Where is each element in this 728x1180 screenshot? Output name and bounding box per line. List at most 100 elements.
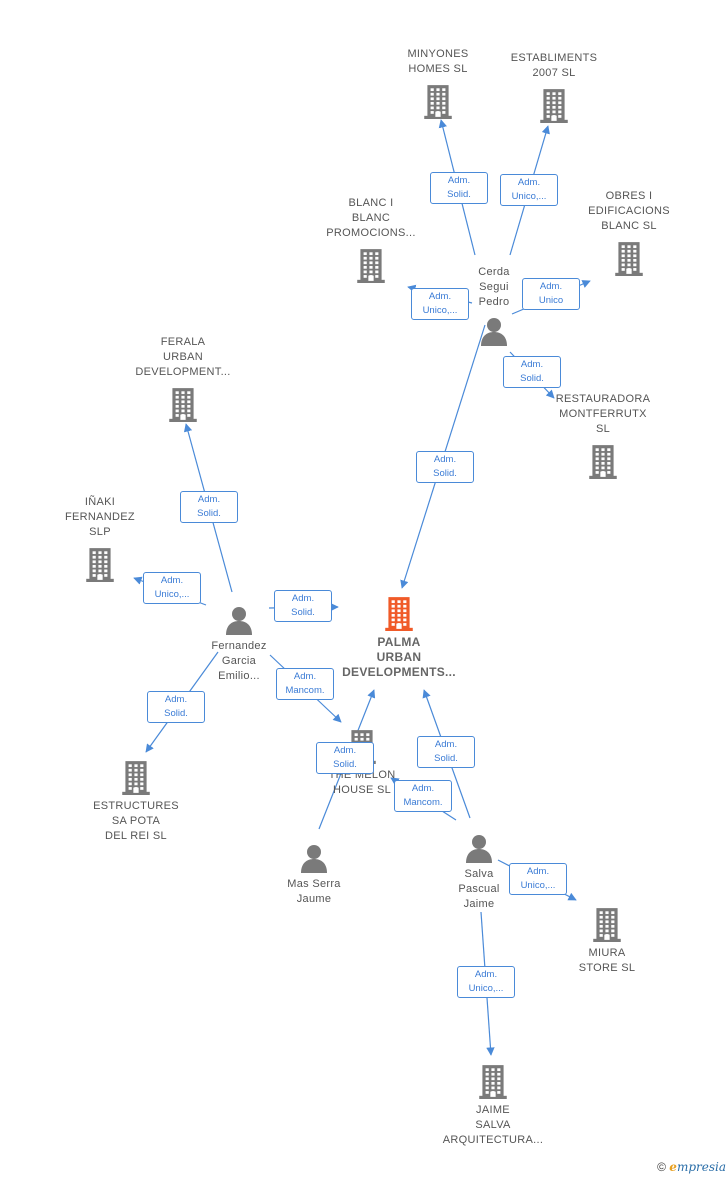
node-ferala[interactable]: FERALA URBAN DEVELOPMENT... bbox=[113, 335, 253, 422]
edge-role-label[interactable]: Adm.Solid. bbox=[147, 691, 205, 723]
node-label-line: PROMOCIONS... bbox=[326, 227, 416, 239]
node-label-line: RESTAURADORA bbox=[555, 393, 651, 405]
edge-role-label-line: Adm. bbox=[293, 671, 317, 682]
edge-role-label-line: Adm. bbox=[520, 359, 544, 370]
edge-role-label-line: Adm. bbox=[517, 177, 541, 188]
node-label-line: Fernandez bbox=[211, 640, 267, 652]
edge-role-label[interactable]: Adm.Mancom. bbox=[276, 668, 334, 700]
node-restauradora[interactable]: RESTAURADORA MONTFERRUTX SL bbox=[533, 392, 673, 479]
node-label-line: HOUSE SL bbox=[332, 784, 392, 796]
node-label-line: SA POTA bbox=[111, 815, 161, 827]
copyright-symbol: © bbox=[657, 1160, 666, 1174]
edge-role-label[interactable]: Adm.Solid. bbox=[430, 172, 488, 204]
node-label-line: DEVELOPMENTS... bbox=[342, 665, 456, 679]
edge-role-label-line: Adm. bbox=[411, 783, 435, 794]
node-minyones[interactable]: MINYONES HOMES SL bbox=[368, 47, 508, 119]
edge-role-label[interactable]: Adm.Solid. bbox=[417, 736, 475, 768]
edge-role-label[interactable]: Adm.Unico bbox=[522, 278, 580, 310]
edge-role-label[interactable]: Adm. Solid. bbox=[316, 742, 374, 774]
brand-logo: empresia bbox=[669, 1160, 726, 1174]
edge-role-label-line: Adm. bbox=[164, 694, 188, 705]
edge-role-label[interactable]: Adm. Solid. bbox=[180, 491, 238, 523]
building-icon bbox=[356, 247, 386, 283]
node-label-line: SLP bbox=[89, 526, 111, 538]
node-label-line: Jaume bbox=[296, 893, 332, 905]
node-label: RESTAURADORA MONTFERRUTX SL bbox=[556, 392, 650, 437]
edge-role-label-line: Adm. bbox=[433, 454, 457, 465]
edge-role-label-line: Solid. bbox=[520, 373, 544, 384]
node-label-line: SL bbox=[595, 423, 611, 435]
edge-role-label[interactable]: Adm.Solid. bbox=[274, 590, 332, 622]
node-label: FERALA URBAN DEVELOPMENT... bbox=[135, 335, 230, 380]
node-label-line: IÑAKI bbox=[84, 496, 116, 508]
node-label-line: DEVELOPMENT... bbox=[135, 366, 231, 378]
building-icon bbox=[592, 906, 622, 942]
edge-role-label-line: Solid. bbox=[197, 508, 221, 519]
edge-role-label[interactable]: Adm. Unico,... bbox=[509, 863, 567, 895]
person-icon bbox=[479, 316, 509, 346]
node-label-line: HOMES SL bbox=[408, 63, 468, 75]
edge-role-label-line: Unico,... bbox=[520, 880, 556, 891]
edge-role-label-line: Solid. bbox=[333, 759, 357, 770]
node-label-line: URBAN bbox=[162, 351, 203, 363]
node-label-line: ESTRUCTURES bbox=[93, 800, 179, 812]
node-label-line: Salva bbox=[464, 868, 494, 880]
edge-role-label-line: Adm. bbox=[434, 739, 458, 750]
edge-role-label-line: Adm. bbox=[291, 593, 315, 604]
node-jaime[interactable]: JAIME SALVA ARQUITECTURA... bbox=[423, 1063, 563, 1148]
node-label-line: Cerda bbox=[478, 266, 510, 278]
edge-role-label-line: Unico,... bbox=[154, 589, 190, 600]
edge-role-label[interactable]: Adm.Unico,... bbox=[143, 572, 201, 604]
edge-role-label-line: Solid. bbox=[433, 468, 457, 479]
node-label-line: SALVA bbox=[475, 1119, 511, 1131]
node-label-line: Pedro bbox=[478, 296, 510, 308]
building-icon bbox=[539, 87, 569, 123]
building-icon bbox=[423, 83, 453, 119]
edge-role-label-line: Adm. bbox=[526, 866, 550, 877]
node-label-line: Jaime bbox=[463, 898, 495, 910]
edge-role-label[interactable]: Adm. Solid. bbox=[416, 451, 474, 483]
edge-role-label[interactable]: Adm.Unico,... bbox=[500, 174, 558, 206]
edge-role-label[interactable]: Adm.Mancom. bbox=[394, 780, 452, 812]
node-label-line: JAIME bbox=[476, 1104, 510, 1116]
node-label-line: STORE SL bbox=[578, 962, 636, 974]
edge-role-label[interactable]: Adm. Solid. bbox=[503, 356, 561, 388]
building-icon bbox=[384, 595, 414, 631]
edge-role-label-line: Adm. bbox=[197, 494, 221, 505]
edge-role-label[interactable]: Adm.Unico,... bbox=[411, 288, 469, 320]
node-label-line: BLANC bbox=[351, 212, 391, 224]
node-label-line: ARQUITECTURA... bbox=[442, 1134, 544, 1146]
building-icon bbox=[588, 443, 618, 479]
node-label-line: Pascual bbox=[458, 883, 500, 895]
edge-role-label-line: Adm. bbox=[333, 745, 357, 756]
node-label-line: MINYONES bbox=[407, 48, 469, 60]
node-label-line: FERALA bbox=[160, 336, 206, 348]
node-label-line: MONTFERRUTX bbox=[559, 408, 647, 420]
person-icon bbox=[224, 605, 254, 635]
node-label-line: BLANC SL bbox=[601, 220, 657, 232]
node-label-line: Emilio... bbox=[218, 670, 260, 682]
edge-role-label[interactable]: Adm.Unico,... bbox=[457, 966, 515, 998]
node-label: JAIME SALVA ARQUITECTURA... bbox=[443, 1103, 543, 1148]
